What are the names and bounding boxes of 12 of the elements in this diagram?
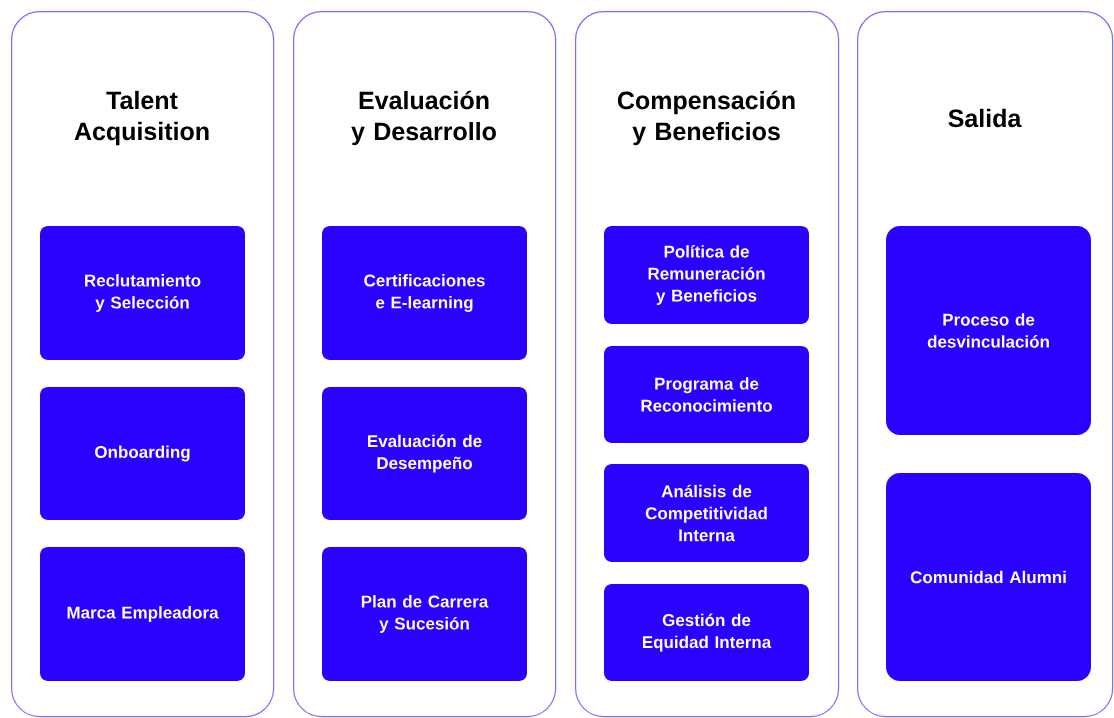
process-box: Programa de Reconocimiento [604, 346, 809, 443]
process-box: Marca Empleadora [40, 547, 245, 681]
process-box: Evaluación de Desempeño [322, 387, 527, 520]
process-box: Plan de Carrera y Sucesión [322, 547, 527, 681]
process-box: Proceso de desvinculación [886, 226, 1091, 435]
process-box: Análisis de Competitividad Interna [604, 464, 809, 562]
process-box: Certificaciones e E-learning [322, 226, 527, 360]
process-box: Política de Remuneración y Beneficios [604, 226, 809, 324]
process-box: Gestión de Equidad Interna [604, 584, 809, 681]
process-box: Reclutamiento y Selección [40, 226, 245, 360]
process-box: Comunidad Alumni [886, 473, 1091, 681]
process-box: Onboarding [40, 387, 245, 520]
